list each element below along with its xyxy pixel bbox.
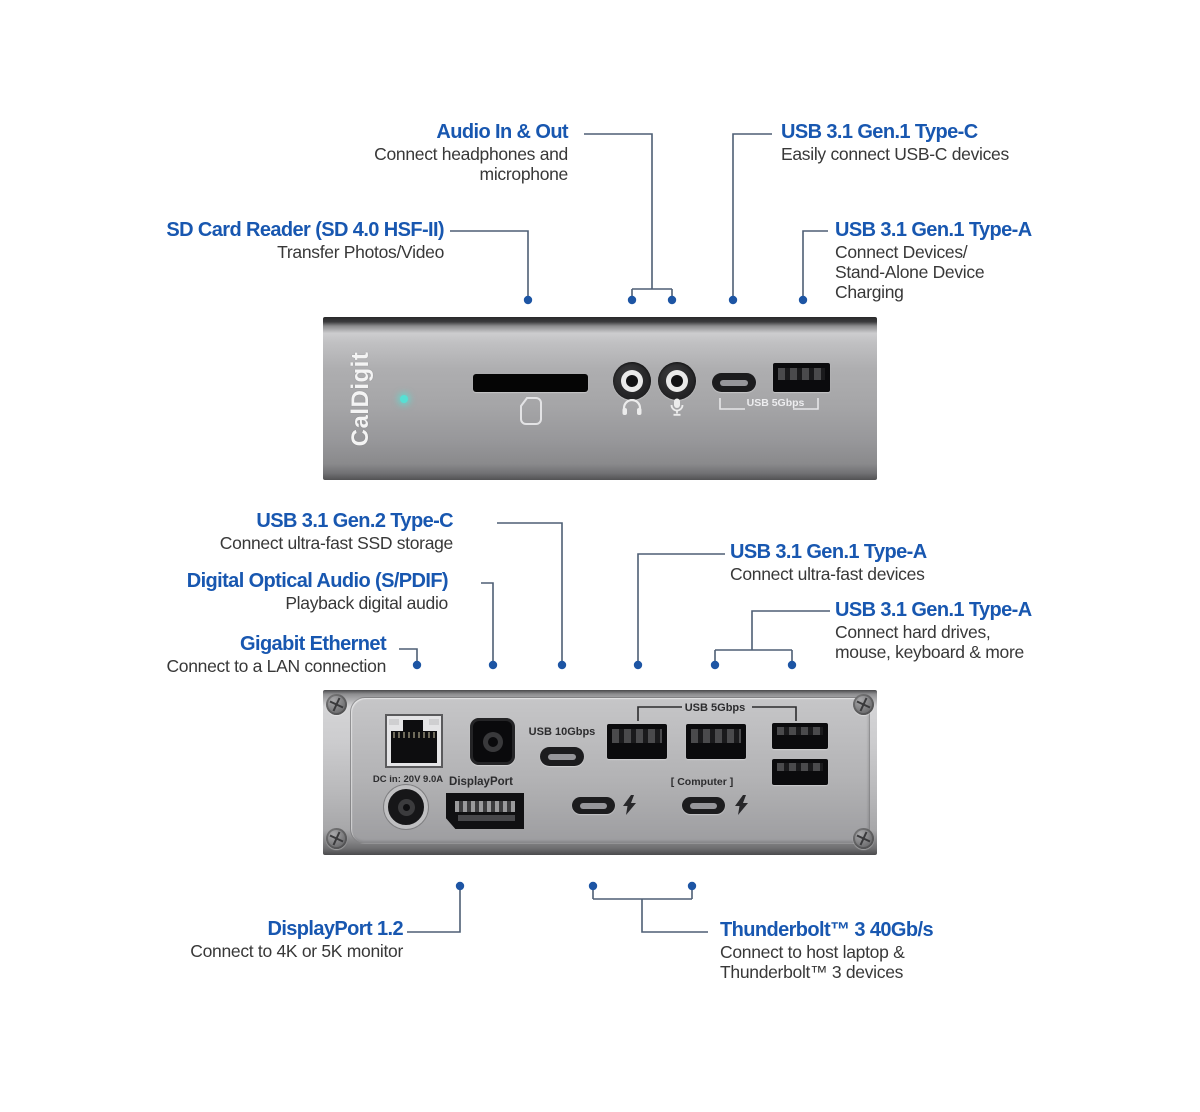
screw-icon <box>853 694 874 715</box>
line-audio <box>584 133 673 296</box>
thunderbolt-icon <box>623 795 636 815</box>
label-usb-a-fast: USB 3.1 Gen.1 Type-A Connect ultra-fast … <box>730 541 927 584</box>
label-usb-c-gen2-title: USB 3.1 Gen.2 Type-C <box>256 510 453 532</box>
dot-usb-a-more-1 <box>710 660 720 670</box>
label-usb-c-front-title: USB 3.1 Gen.1 Type-C <box>781 121 978 143</box>
label-displayport-title: DisplayPort 1.2 <box>267 918 403 940</box>
ethernet-port <box>385 714 443 768</box>
label-usb-a-more: USB 3.1 Gen.1 Type-A Connect hard drives… <box>835 599 1032 662</box>
usb-5gbps-front-bracket <box>719 398 819 410</box>
usb-a-stacked-port-2 <box>772 759 828 785</box>
thunderbolt-port-1 <box>572 797 615 814</box>
dot-usb-c-gen2 <box>557 660 567 670</box>
dc-in-label: DC in: 20V 9.0A <box>372 774 444 785</box>
line-usb-c-gen2 <box>497 522 563 661</box>
dock-front-view: CalDigit USB 5Gbps <box>323 317 877 480</box>
line-spdif <box>481 582 494 661</box>
label-spdif: Digital Optical Audio (S/PDIF) Playback … <box>186 570 449 613</box>
sd-card-icon <box>520 397 542 425</box>
label-usb-a-more-title: USB 3.1 Gen.1 Type-A <box>835 599 1032 621</box>
optical-audio-port <box>470 718 515 765</box>
label-sd-card-title: SD Card Reader (SD 4.0 HSF-II) <box>166 219 444 241</box>
label-ethernet-title: Gigabit Ethernet <box>240 633 387 655</box>
dot-usb-c-front <box>728 295 738 305</box>
label-thunderbolt-title: Thunderbolt™ 3 40Gb/s <box>720 919 934 941</box>
computer-label: [ Computer ] <box>670 776 734 788</box>
usb-c-port-front <box>712 373 756 392</box>
thunderbolt-icon <box>735 795 748 815</box>
usb-a-port-front <box>773 363 830 392</box>
label-audio-in-out: Audio In & Out Connect headphones and mi… <box>374 121 568 184</box>
usb-10gbps-label: USB 10Gbps <box>528 726 596 738</box>
line-thunderbolt <box>592 890 708 933</box>
dock-rear-view: USB 10Gbps USB 5Gbps DC in: 20V 9.0A Dis… <box>323 690 877 855</box>
thunderbolt-port-2 <box>682 797 725 814</box>
dot-thunderbolt-1 <box>588 881 598 891</box>
label-usb-c-gen2: USB 3.1 Gen.2 Type-C Connect ultra-fast … <box>219 510 454 553</box>
line-usb-a-more <box>714 610 830 661</box>
usb-a-stacked-port-1 <box>772 723 828 749</box>
dot-ethernet <box>412 660 422 670</box>
headphone-icon <box>622 399 642 415</box>
dot-spdif <box>488 660 498 670</box>
line-usb-c-front <box>732 133 772 296</box>
displayport-label: DisplayPort <box>449 776 513 788</box>
usb-c-10gbps-port <box>540 747 584 766</box>
screw-icon <box>853 828 874 849</box>
line-ethernet <box>399 648 418 661</box>
line-displayport <box>407 890 461 933</box>
screw-icon <box>326 828 347 849</box>
caldigit-logo: CalDigit <box>347 351 374 446</box>
dot-sd-card <box>523 295 533 305</box>
line-sd-card <box>450 230 529 296</box>
sd-card-slot <box>473 374 588 392</box>
dot-usb-a-fast <box>633 660 643 670</box>
dot-usb-a-more-2 <box>787 660 797 670</box>
dot-displayport <box>455 881 465 891</box>
dot-audio-mic <box>667 295 677 305</box>
label-usb-c-front: USB 3.1 Gen.1 Type-C Easily connect USB-… <box>781 121 1009 164</box>
label-usb-a-fast-title: USB 3.1 Gen.1 Type-A <box>730 541 927 563</box>
screw-icon <box>326 694 347 715</box>
label-audio-in-out-title: Audio In & Out <box>436 121 568 143</box>
line-usb-a-fast <box>637 553 725 661</box>
label-usb-a-front: USB 3.1 Gen.1 Type-A Connect Devices/ St… <box>835 219 1032 302</box>
label-sd-card: SD Card Reader (SD 4.0 HSF-II) Transfer … <box>166 219 444 262</box>
usb-5gbps-front-label: USB 5Gbps <box>746 397 805 409</box>
label-spdif-title: Digital Optical Audio (S/PDIF) <box>186 570 449 592</box>
usb-a-port-1 <box>607 724 667 759</box>
headphone-jack <box>613 362 651 400</box>
usb-5gbps-rear-bracket <box>637 706 797 721</box>
displayport-connector <box>446 793 524 829</box>
label-ethernet: Gigabit Ethernet Connect to a LAN connec… <box>166 633 386 676</box>
label-displayport: DisplayPort 1.2 Connect to 4K or 5K moni… <box>190 918 403 961</box>
dot-thunderbolt-2 <box>687 881 697 891</box>
mic-icon <box>670 398 684 416</box>
dc-power-port <box>384 785 428 829</box>
usb-a-port-2 <box>686 724 746 759</box>
dot-audio-headphone <box>627 295 637 305</box>
mic-jack <box>658 362 696 400</box>
label-usb-a-front-title: USB 3.1 Gen.1 Type-A <box>835 219 1032 241</box>
label-thunderbolt: Thunderbolt™ 3 40Gb/s Connect to host la… <box>720 919 934 982</box>
power-led <box>400 395 408 403</box>
dot-usb-a-front <box>798 295 808 305</box>
usb-5gbps-rear-label: USB 5Gbps <box>684 702 746 714</box>
line-usb-a-front <box>802 230 828 296</box>
